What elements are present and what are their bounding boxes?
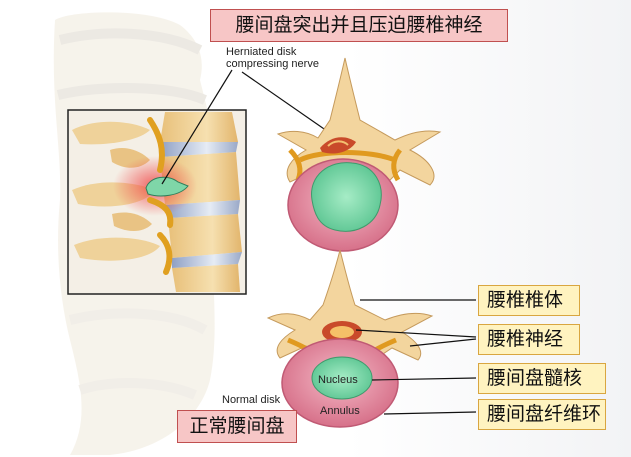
herniated-disk-label-line1: Herniated disk — [226, 46, 297, 58]
normal-disk-label: Normal disk — [222, 394, 281, 406]
annulus-label: Annulus — [320, 405, 360, 417]
normal-disc-title: 正常腰间盘 — [177, 410, 297, 443]
callout-lumbar-nerve: 腰椎神经 — [478, 324, 580, 355]
herniated-disc-axial — [276, 57, 442, 252]
nucleus-label: Nucleus — [318, 374, 358, 386]
herniated-disk-label-line2: compressing nerve — [226, 58, 319, 70]
callout-nucleus: 腰间盘髓核 — [478, 363, 606, 394]
page-title: 腰间盘突出并且压迫腰椎神经 — [210, 9, 508, 42]
callout-annulus: 腰间盘纤维环 — [478, 399, 606, 430]
normal-disc-axial — [266, 249, 434, 428]
callout-vertebral-body: 腰椎椎体 — [478, 285, 580, 316]
spine-closeup-inset — [67, 109, 247, 295]
